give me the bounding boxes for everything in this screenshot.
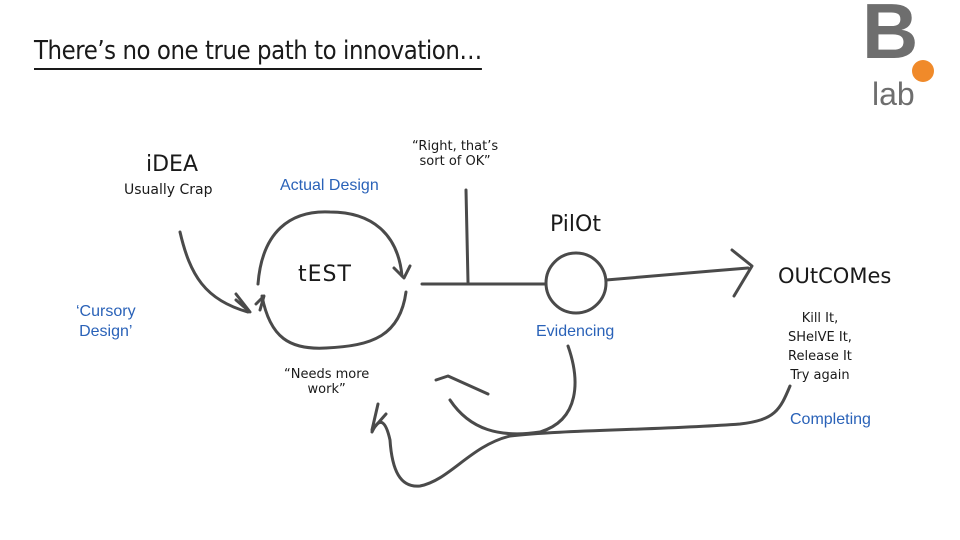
quote-needs-work: “Needs more work” (284, 367, 370, 397)
phase-actual-design: Actual Design (280, 177, 379, 194)
logo-sub: lab (872, 76, 915, 112)
needs-work-head-2 (434, 374, 490, 396)
logo-letter: B (862, 0, 919, 75)
idea-note: Usually Crap (124, 182, 213, 198)
pilot-label: PilOt (550, 212, 601, 237)
outcomes-label: OUtCOMes (778, 264, 892, 288)
outcomes-arrow-head (730, 248, 754, 298)
test-lower-loop (260, 290, 408, 350)
phase-completing: Completing (790, 411, 871, 428)
test-lower-head (254, 294, 266, 312)
evidencing-return (448, 344, 577, 436)
page-title: There’s no one true path to innovation… (34, 36, 482, 70)
idea-to-test-arrow (178, 230, 250, 314)
completing-return (370, 384, 792, 488)
test-label: tEST (298, 262, 352, 287)
test-loop-head (392, 264, 412, 280)
phase-evidencing: Evidencing (536, 323, 615, 340)
test-loop (256, 210, 404, 286)
idea-label: iDEA (146, 152, 199, 177)
needs-work-head (370, 402, 388, 432)
pilot-to-outcomes-arrow (604, 266, 750, 282)
outcomes-options: Kill It, SHelVE It, Release It Try again (788, 311, 852, 383)
pilot-circle (544, 251, 608, 315)
phase-cursory-design: ‘Cursory Design’ (76, 303, 136, 340)
idea-arrow-head (234, 292, 252, 314)
quote-right-ok: “Right, that’s sort of OK” (412, 139, 499, 169)
quote-tick (464, 188, 470, 284)
logo-dot-icon (912, 60, 934, 82)
blab-logo: B lab (862, 0, 938, 116)
